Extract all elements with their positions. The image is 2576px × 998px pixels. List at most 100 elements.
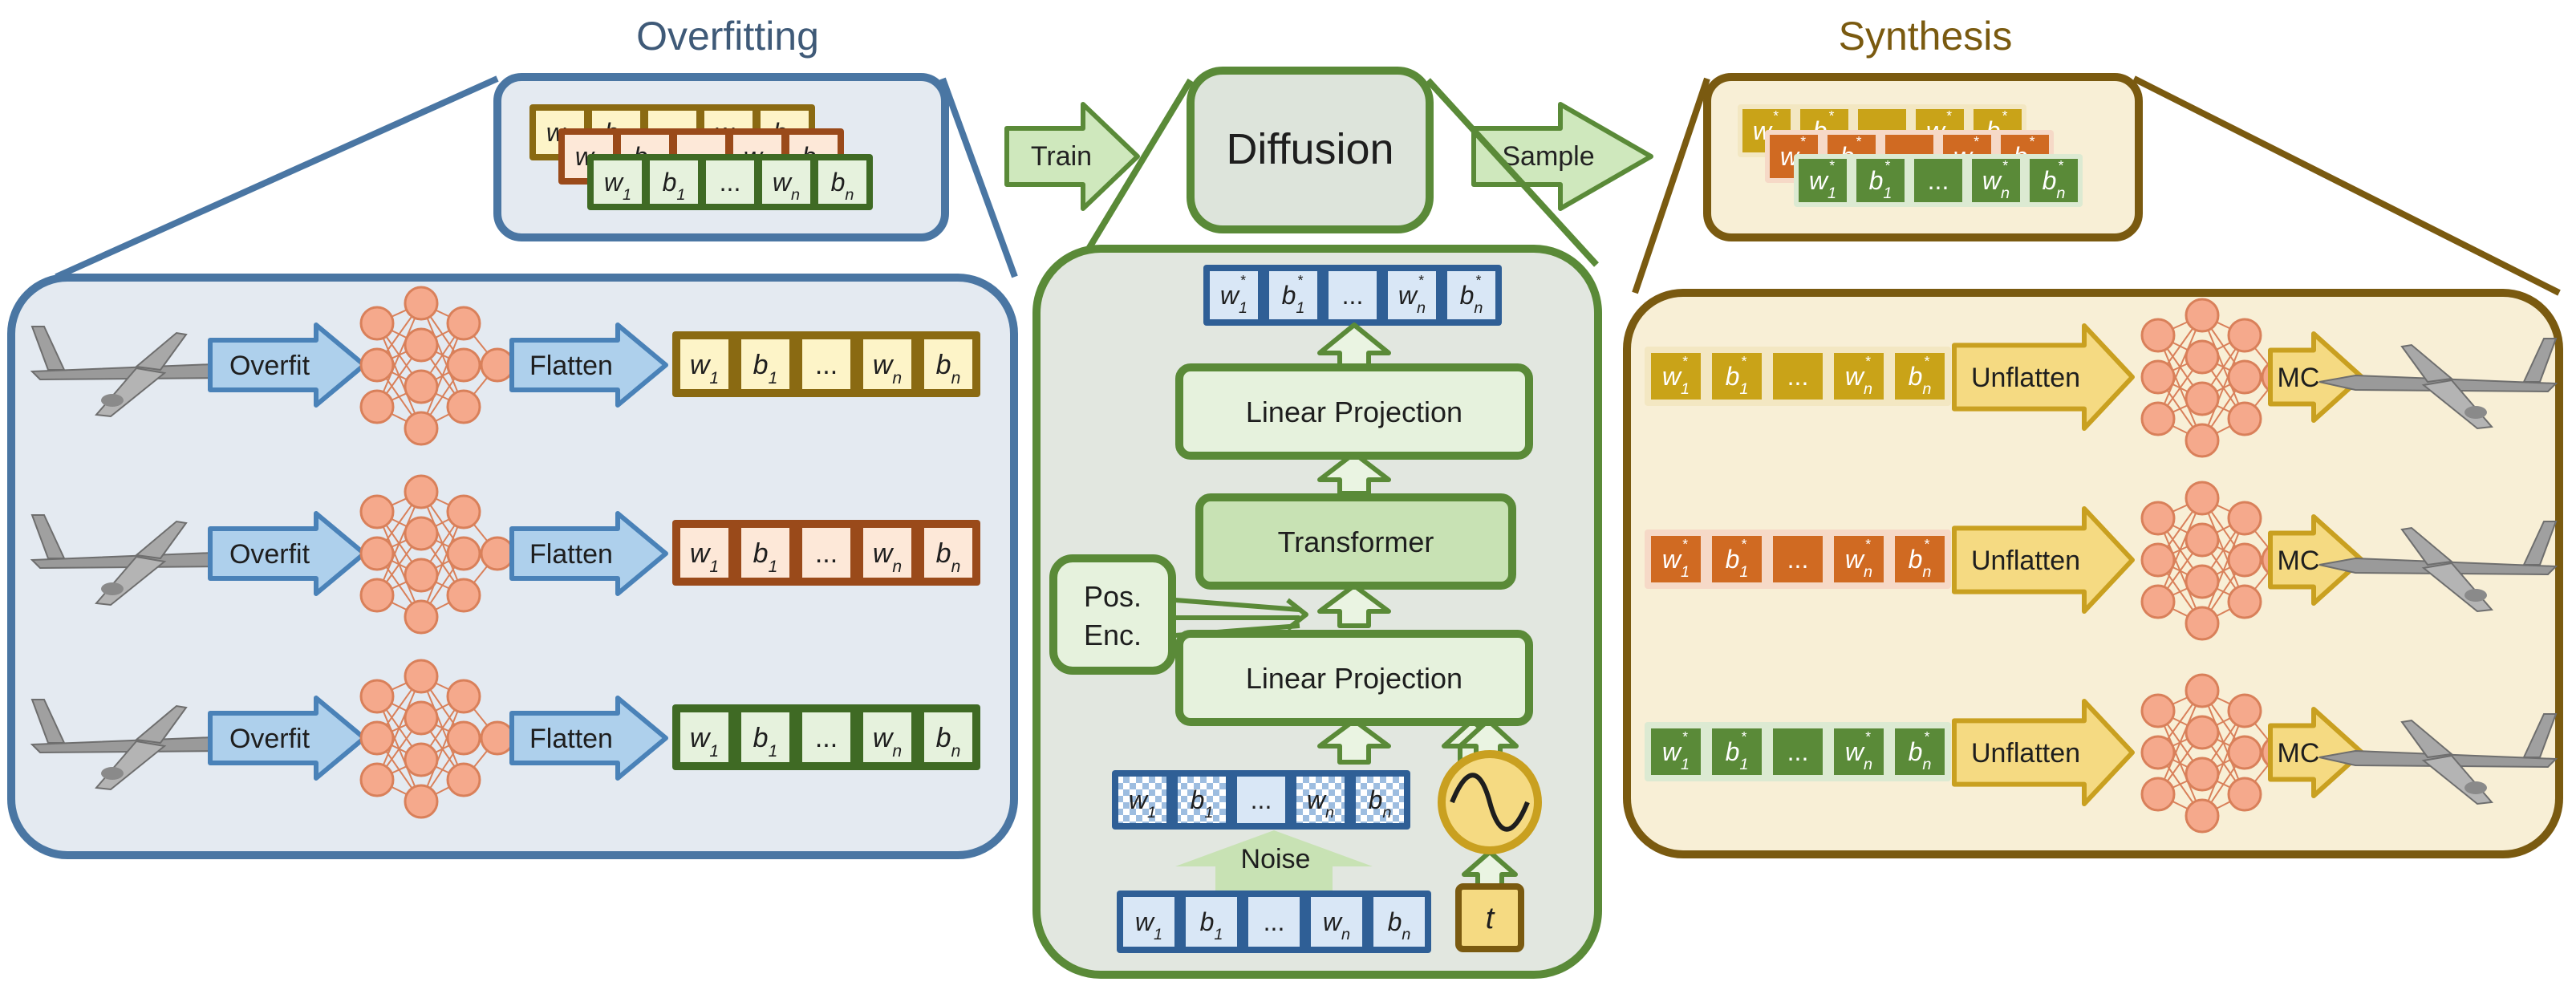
token-cell [650,160,698,204]
neuron [446,679,481,714]
neural-network-icon [2140,673,2296,834]
neuron [359,389,395,424]
neuron [2140,693,2176,728]
neuron [2185,423,2220,458]
airplane-tail [2522,713,2558,758]
token-cell [1651,536,1701,582]
token-bn-label: bn [936,538,961,576]
token-cell [802,339,850,389]
linear-projection-top-label: Linear Projection [1246,396,1462,428]
token-dots-label: ... [1787,545,1809,574]
token-cell [1712,536,1762,582]
flatten-arrow-shape [509,323,668,408]
neuron [480,720,515,756]
token-cell [2030,159,2078,202]
flatten-arrow-label: Flatten [529,539,613,570]
flatten-arrow-shape [509,511,668,596]
token-cell [1329,271,1377,319]
token-cell [863,712,911,762]
unflatten-arrow: Unflatten [1952,699,2135,806]
token-cell [863,528,911,578]
token-bn-label: bn [936,350,961,387]
transformer-label: Transformer [1278,525,1434,558]
stacked-strip-green: w1*b1*...wn*bn* [1794,154,2083,207]
token-cell [741,712,789,762]
neuron [446,347,481,383]
token-dots-label: ... [1251,785,1272,814]
mc-arrow-label: MC [2278,738,2320,769]
token-bn-label: bn* [1909,353,1932,398]
token-w1-label: w1* [1662,536,1690,581]
airplane-wing [2400,719,2454,759]
token-b1-label: b1* [1726,728,1749,773]
token-bn-label: bn [1388,907,1411,943]
token-dots-label: ... [1342,281,1364,310]
output-airplane-icon [2318,713,2558,805]
overfit-arrow-shape [208,696,367,781]
neuron [404,516,439,551]
token-cell [1834,728,1884,775]
neuron [359,762,395,797]
mc-arrow: MC [2268,514,2364,606]
neuron [2227,359,2262,395]
pos-enc-label-line2: Enc. [1084,619,1142,651]
neuron [359,306,395,341]
token-wn-label: wn* [1845,728,1872,773]
token-cell [1856,159,1905,202]
token-cell [741,528,789,578]
token-wn-label: wn* [1982,157,2010,202]
flatten-arrow: Flatten [509,696,668,781]
airplane-engine [101,582,124,595]
noise-label: Noise [1241,844,1311,874]
neuron [404,369,439,404]
overfit-arrow: Overfit [208,511,367,596]
token-wn-label: wn [873,350,902,387]
neuron [2140,735,2176,770]
token-b1-label: b1 [1191,785,1214,822]
mc-arrow-shape [2268,514,2364,606]
neuron [480,536,515,571]
token-cell [680,339,728,389]
neuron [404,286,439,321]
airplane-engine [2464,781,2487,794]
overfit-arrow-label: Overfit [229,724,310,754]
neuron [2140,359,2176,395]
train-arrow: Train [1004,102,1140,211]
token-w1-label: w1* [1662,353,1690,398]
token-cell [1237,777,1285,823]
token-cell [594,160,642,204]
unflatten-arrow-shape [1952,506,2135,614]
token-cell [1895,728,1945,775]
synthesis-title: Synthesis [1839,14,2013,59]
mc-arrow-label: MC [2278,546,2320,576]
sample-label: Sample [1502,141,1594,172]
airplane-wing [134,520,188,560]
token-b1-label: b1 [663,168,686,204]
token-wn-label: wn* [1845,353,1872,398]
token-bn-label: bn [831,168,854,204]
time-step-label: t [1486,902,1495,935]
neuron [446,389,481,424]
sinusoid-embedding-icon [1438,750,1542,854]
network-edge [420,323,464,429]
neuron [2227,693,2262,728]
neuron [404,700,439,736]
neuron [359,494,395,529]
token-w1-label: w1 [690,350,719,387]
synthesis-section: Synthesis w1*b1*...wn*bn*w1*b1*...wn*bn*… [1623,14,2563,858]
token-cell [1972,159,2020,202]
network-edge [2157,690,2203,795]
mc-arrow-shape [2268,707,2364,798]
network-edge [2201,710,2245,817]
token-w1-label: w1* [1220,272,1247,317]
neuron [446,720,481,756]
token-wn-label: wn [873,723,902,761]
airplane-engine [101,767,124,780]
token-b1-label: b1 [1200,907,1223,943]
